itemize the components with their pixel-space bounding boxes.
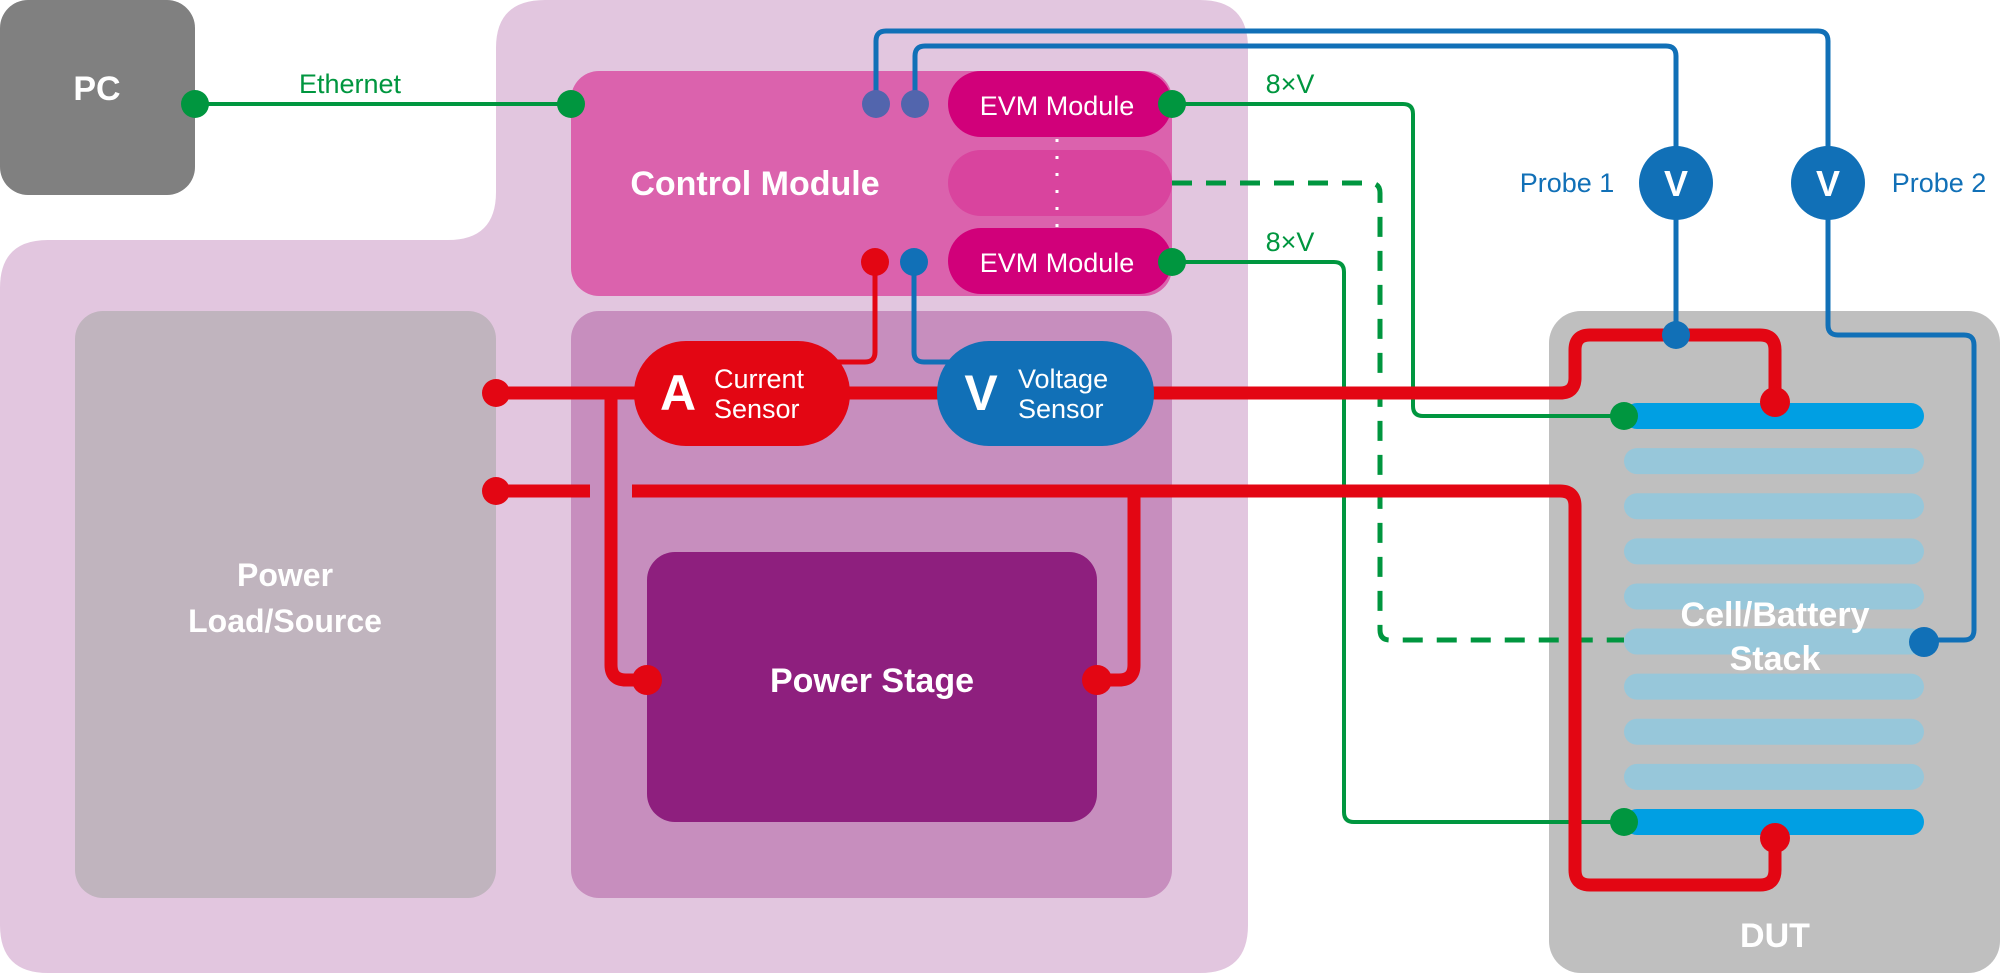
- control-voltage-port: [900, 248, 928, 276]
- current-sensor-label-line2: Sensor: [714, 394, 800, 424]
- control-current-port: [861, 248, 889, 276]
- evm-module-1-label: EVM Module: [980, 91, 1135, 121]
- control-probe2-port: [862, 90, 890, 118]
- evm2-channels-label: 8×V: [1266, 227, 1315, 257]
- pc-label: PC: [73, 70, 120, 108]
- cell-sense-bottom: [1610, 808, 1638, 836]
- voltage-sensor-label-line2: Sensor: [1018, 394, 1104, 424]
- ethernet-port-control: [557, 90, 585, 118]
- power-load-label-line1: Power: [237, 557, 333, 593]
- power-stage-terminal-in: [632, 665, 662, 695]
- probe2-label: Probe 2: [1892, 168, 1987, 198]
- evm-module-placeholder: [948, 150, 1172, 216]
- probe1-symbol: V: [1664, 163, 1688, 204]
- evm2-port: [1158, 248, 1186, 276]
- battery-terminal-bottom: [1760, 823, 1790, 853]
- probe2-contact: [1909, 627, 1939, 657]
- battery-cell: [1624, 493, 1924, 519]
- battery-cell: [1624, 719, 1924, 745]
- battery-cell: [1624, 538, 1924, 564]
- power-terminal-negative: [482, 477, 510, 505]
- ethernet-label: Ethernet: [299, 69, 402, 99]
- current-sensor-symbol: A: [660, 365, 696, 421]
- battery-cell: [1624, 764, 1924, 790]
- current-sensor-label-line1: Current: [714, 364, 805, 394]
- power-stage-label: Power Stage: [770, 662, 974, 700]
- power-terminal-positive: [482, 379, 510, 407]
- battery-label-line2: Stack: [1730, 640, 1821, 678]
- probe1-contact: [1662, 321, 1690, 349]
- probe1-label: Probe 1: [1520, 168, 1615, 198]
- evm-module-2-label: EVM Module: [980, 248, 1135, 278]
- control-module-label: Control Module: [630, 165, 879, 203]
- voltage-sensor-label-line1: Voltage: [1018, 364, 1108, 394]
- evm1-port: [1158, 90, 1186, 118]
- ethernet-port-pc: [181, 90, 209, 118]
- cell-sense-top: [1610, 402, 1638, 430]
- battery-cell: [1624, 448, 1924, 474]
- evm1-channels-label: 8×V: [1266, 69, 1315, 99]
- battery-terminal-top: [1760, 387, 1790, 417]
- power-stage-terminal-out: [1082, 665, 1112, 695]
- battery-label-line1: Cell/Battery: [1681, 596, 1870, 634]
- power-load-label-line2: Load/Source: [188, 603, 382, 639]
- dut-label: DUT: [1740, 917, 1810, 955]
- control-probe1-port: [901, 90, 929, 118]
- probe2-symbol: V: [1816, 163, 1840, 204]
- voltage-sensor-symbol: V: [964, 365, 998, 421]
